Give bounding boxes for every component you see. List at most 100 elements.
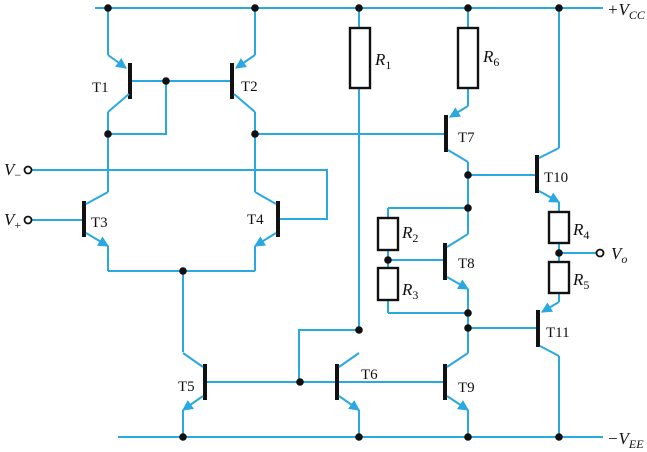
r5-label: R5 <box>572 270 589 292</box>
t1-label: T1 <box>92 80 109 96</box>
rail-labels: +VCC −VEE <box>607 0 646 451</box>
t10-collector-lead <box>538 147 560 159</box>
junction-dot <box>162 77 170 85</box>
transistor-t9: T9 <box>443 352 475 411</box>
r3-bottom-wire <box>387 300 468 314</box>
transistor-t8: T8 <box>443 233 475 290</box>
resistor-r3: R3 <box>376 266 418 302</box>
t11-base-bar <box>536 310 540 347</box>
t1-emitter-arrow <box>107 54 127 69</box>
r5-body <box>547 260 571 295</box>
junction-dots <box>104 4 563 441</box>
terminal-v-minus: V− <box>4 160 33 182</box>
t10-base-bar <box>535 155 539 193</box>
resistor-r6: R6 <box>456 26 499 90</box>
t3-base-bar <box>82 201 86 237</box>
t2-collector-lead <box>233 93 256 113</box>
t6-label: T6 <box>361 367 378 383</box>
transistor-t1: T1 <box>92 54 230 113</box>
r2-label: R2 <box>401 223 418 245</box>
t10-label: T10 <box>544 170 568 186</box>
t2-base-bar <box>230 63 234 99</box>
t4-base-bar <box>276 201 280 237</box>
v-out-label: Vo <box>611 244 627 266</box>
t6-collector-lead <box>338 352 360 368</box>
junction-dot <box>179 267 187 275</box>
t5-collector-lead <box>182 352 204 368</box>
r3-label: R3 <box>401 280 418 302</box>
t4-collector-lead <box>254 191 277 205</box>
resistor-r4: R4 <box>547 210 589 245</box>
t10-emitter-arrow <box>538 190 561 203</box>
v-minus-label: V− <box>4 160 21 182</box>
r2-top-wire <box>387 207 468 218</box>
t11-emitter-arrow <box>540 301 560 313</box>
wires <box>32 7 603 438</box>
junction-dot <box>464 171 472 179</box>
t6-diode-tie-wire <box>298 329 359 382</box>
t9-emitter-arrow <box>446 395 469 411</box>
r4-body <box>547 210 571 245</box>
junction-dot <box>555 4 563 12</box>
transistor-t3: T3 <box>82 191 110 247</box>
junction-dot <box>251 130 259 138</box>
resistor-r5: R5 <box>547 260 589 295</box>
t3-label: T3 <box>91 215 108 231</box>
t4-emitter-arrow <box>253 232 277 247</box>
t7-collector-lead <box>447 149 469 163</box>
t8-base-bar <box>443 243 447 280</box>
t1-collector-lead <box>107 93 130 113</box>
t11-label: T11 <box>546 325 570 341</box>
junction-dot <box>464 433 472 441</box>
junction-dot <box>355 433 363 441</box>
t1-base-bar <box>128 63 132 99</box>
junction-dot <box>464 4 472 12</box>
v-plus-terminal-circle <box>23 215 33 225</box>
terminal-v-out: Vo <box>595 244 627 266</box>
t5-label: T5 <box>178 379 195 395</box>
t8-collector-lead <box>446 233 469 248</box>
junction-dot <box>251 4 259 12</box>
t8-label: T8 <box>458 256 475 272</box>
transistor-t7: T7 <box>444 105 475 163</box>
terminal-v-plus: V+ <box>4 210 33 232</box>
r4-label: R4 <box>572 220 589 242</box>
v-minus-terminal-circle <box>23 165 33 175</box>
junction-dot <box>464 309 472 317</box>
vee-rail-label: −VEE <box>607 429 644 451</box>
t2-emitter-arrow <box>235 54 256 69</box>
transistor-t11: T11 <box>536 301 570 357</box>
r6-body <box>456 26 480 90</box>
junction-dot <box>296 378 304 386</box>
t7-label: T7 <box>458 130 475 146</box>
resistor-r1: R1 <box>348 26 391 90</box>
junction-dot <box>555 433 563 441</box>
t3-collector-lead <box>85 191 109 205</box>
t4-label: T4 <box>247 212 264 228</box>
transistor-t4: T4 <box>247 191 280 247</box>
junction-dot <box>104 130 112 138</box>
t5-base-bar <box>203 364 207 400</box>
transistor-t10: T10 <box>535 147 568 203</box>
t11-collector-lead <box>539 345 560 357</box>
t5-emitter-arrow <box>182 395 204 411</box>
r1-label: R1 <box>374 50 391 72</box>
t7-emitter-arrow <box>448 105 469 118</box>
t2-label: T2 <box>241 79 258 95</box>
junction-dot <box>384 256 392 264</box>
transistor-t6: T6 <box>335 352 378 411</box>
t6-base-bar <box>335 364 339 400</box>
transistor-t5: T5 <box>178 352 207 411</box>
t9-base-bar <box>443 364 447 400</box>
t9-label: T9 <box>458 380 475 396</box>
t7-base-bar <box>444 115 448 152</box>
junction-dot <box>555 249 563 257</box>
transistor-t2: T2 <box>230 54 258 113</box>
vcc-rail-label: +VCC <box>607 0 646 22</box>
junction-dot <box>355 4 363 12</box>
junction-dot <box>104 4 112 12</box>
junction-dot <box>179 433 187 441</box>
t8-emitter-arrow <box>446 276 470 290</box>
